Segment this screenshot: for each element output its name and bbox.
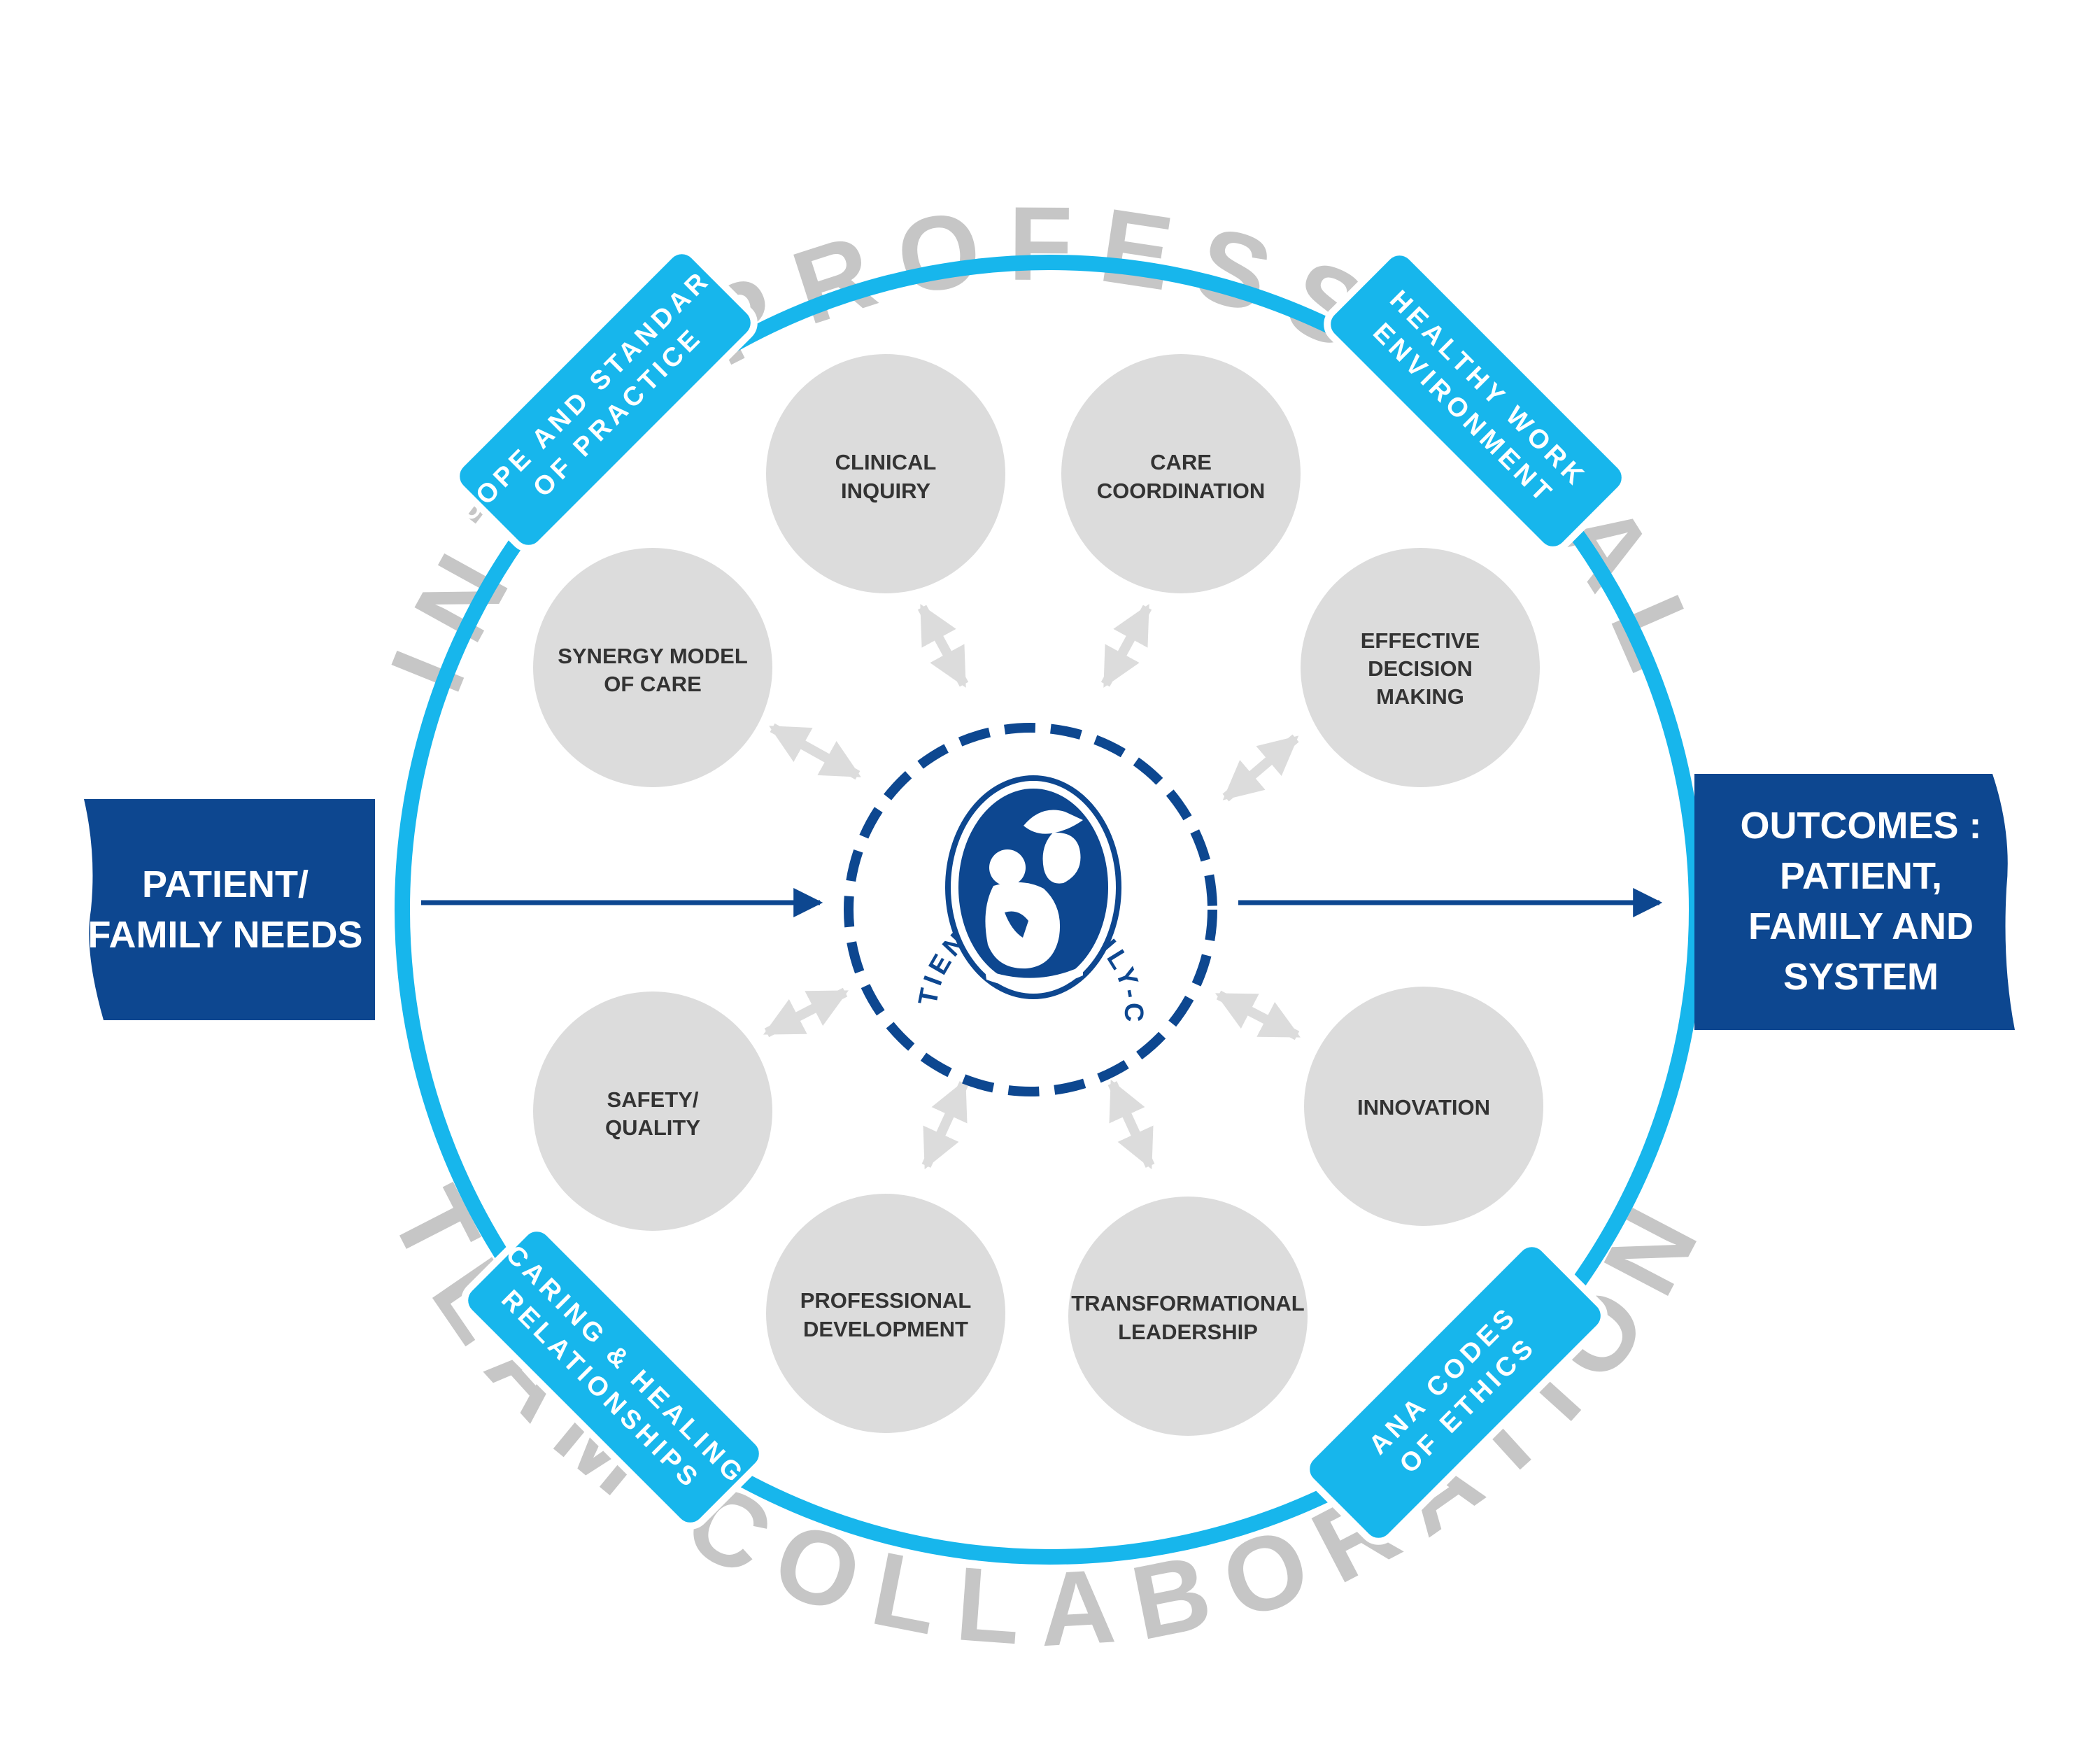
node-label: COORDINATION: [1097, 479, 1266, 503]
arrow-innovation: [1215, 990, 1301, 1040]
arrow-professional: [921, 1079, 969, 1170]
node-synergy-model: SYNERGY MODEL OF CARE: [533, 548, 772, 787]
node-circle: [766, 1194, 1005, 1433]
node-label: INQUIRY: [841, 479, 930, 503]
output-label: SYSTEM: [1783, 956, 1939, 998]
arrow-transformational: [1107, 1079, 1155, 1170]
input-label: FAMILY NEEDS: [87, 914, 362, 956]
node-transformational-leadership: TRANSFORMATIONAL LEADERSHIP: [1068, 1197, 1308, 1436]
node-label: LEADERSHIP: [1118, 1320, 1258, 1344]
tab-box: [1303, 1240, 1608, 1545]
node-label: OF CARE: [604, 672, 702, 696]
node-label: SAFETY/: [607, 1087, 699, 1112]
node-circle: [1304, 987, 1543, 1226]
output-box: OUTCOMES : PATIENT, FAMILY AND SYSTEM: [1694, 774, 2015, 1030]
node-label: DECISION: [1368, 656, 1473, 681]
node-label: MAKING: [1376, 684, 1464, 709]
node-label: TRANSFORMATIONAL: [1071, 1291, 1305, 1315]
node-safety-quality: SAFETY/ QUALITY: [533, 992, 772, 1231]
arrow-safety: [763, 987, 849, 1038]
output-label: PATIENT,: [1780, 855, 1942, 897]
node-professional-development: PROFESSIONAL DEVELOPMENT: [766, 1194, 1005, 1433]
tab-box: [1324, 248, 1629, 553]
node-clinical-inquiry: CLINICAL INQUIRY: [766, 354, 1005, 593]
arrow-care: [1100, 604, 1152, 688]
node-innovation: INNOVATION: [1304, 987, 1543, 1226]
node-circle: [1301, 548, 1540, 787]
arrow-effective: [1222, 734, 1299, 802]
node-label: SYNERGY MODEL: [558, 644, 748, 668]
node-circle: [1061, 354, 1301, 593]
input-box: PATIENT/ FAMILY NEEDS: [84, 799, 375, 1020]
tab-ana-codes-of-ethics: ANA CODES OF ETHICS: [1303, 1240, 1608, 1545]
node-label: DEVELOPMENT: [803, 1317, 968, 1341]
input-label: PATIENT/: [142, 863, 309, 905]
arrow-clinical: [917, 604, 969, 688]
node-circle: [533, 548, 772, 787]
tab-healthy-work-environment: HEALTHY WORK ENVIRONMENT: [1324, 248, 1629, 553]
node-effective-decision-making: EFFECTIVE DECISION MAKING: [1301, 548, 1540, 787]
node-circle: [533, 992, 772, 1231]
input-shape: [84, 799, 375, 1020]
arrow-synergy: [769, 723, 861, 780]
output-label: OUTCOMES :: [1741, 805, 1982, 847]
node-circle: [1068, 1197, 1308, 1436]
node-circle: [766, 354, 1005, 593]
output-label: FAMILY AND: [1748, 905, 1974, 947]
tab-box: [461, 1225, 766, 1530]
node-label: CARE: [1150, 450, 1212, 474]
node-label: EFFECTIVE: [1361, 628, 1480, 653]
tab-box: [453, 247, 758, 552]
output-shape: [1694, 774, 2015, 1030]
nurse-holding-child-seal-icon: [945, 775, 1121, 999]
node-label: CLINICAL: [835, 450, 937, 474]
node-label: INNOVATION: [1357, 1095, 1490, 1120]
node-label: PROFESSIONAL: [800, 1288, 972, 1313]
spoke-arrows: [763, 604, 1301, 1170]
node-label: QUALITY: [605, 1115, 700, 1140]
node-care-coordination: CARE COORDINATION: [1061, 354, 1301, 593]
